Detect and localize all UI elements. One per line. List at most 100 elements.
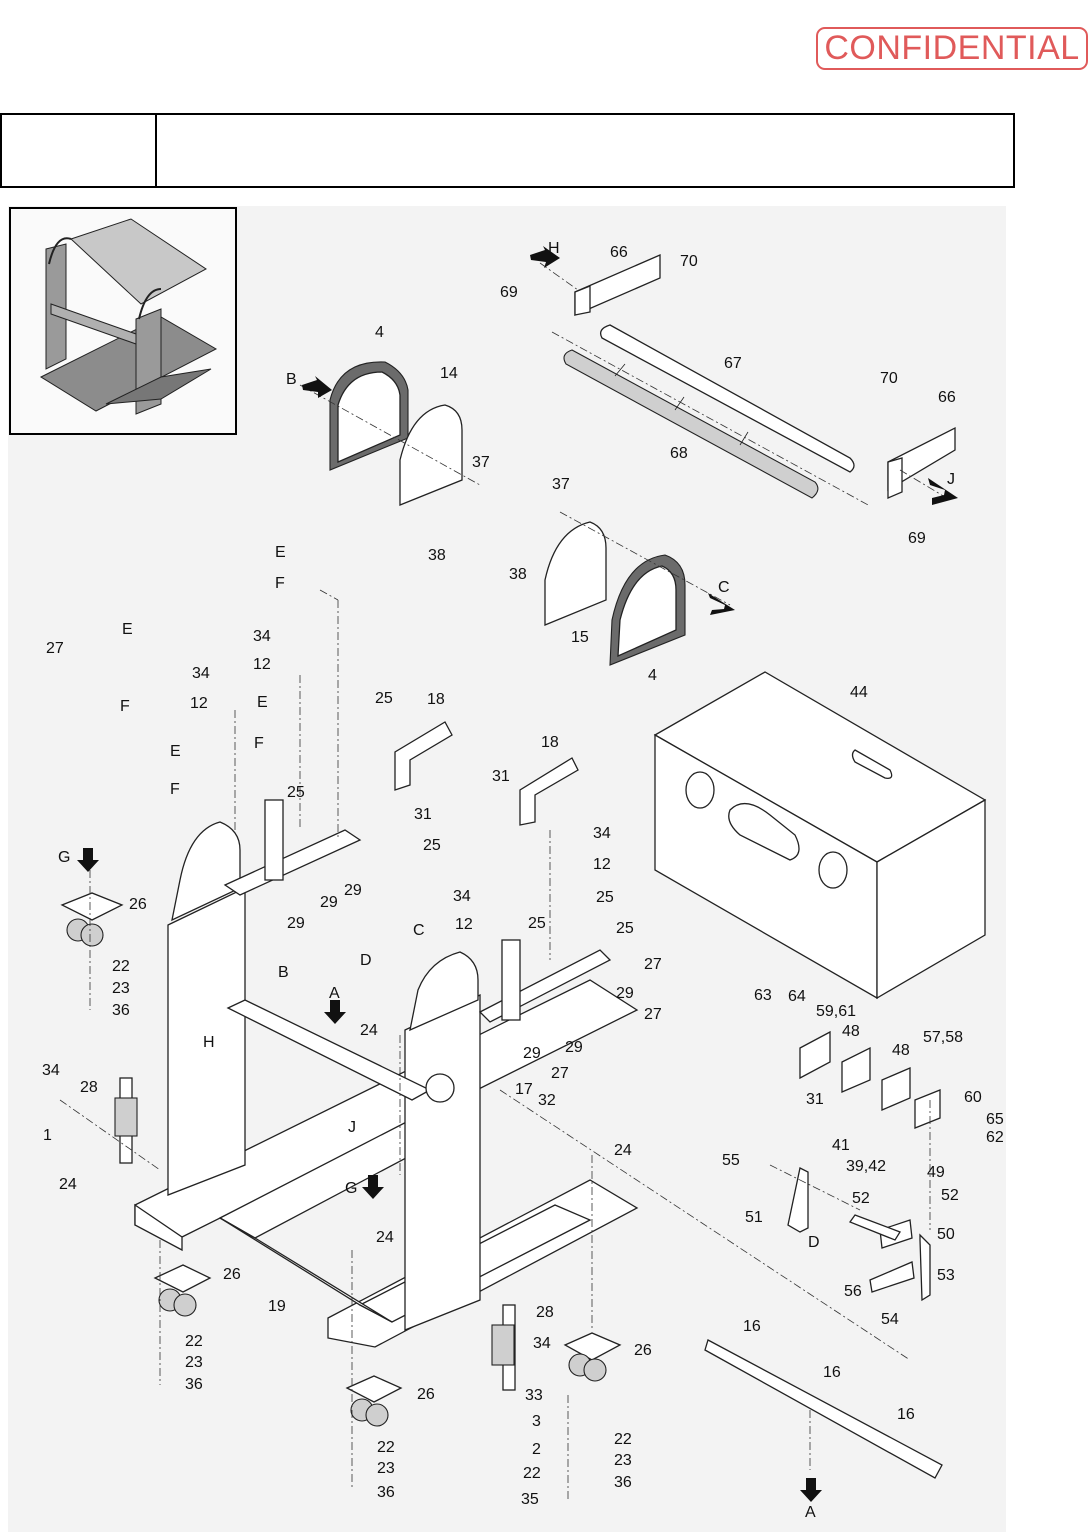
callout-label: 26 (223, 1266, 241, 1283)
callout-label: 34 (533, 1335, 551, 1352)
callout-label: 38 (509, 566, 527, 583)
callouts: H 66 70 69 67 70 66 68 J 69 4 B 14 37 38… (42, 240, 1004, 1521)
callout-label: 48 (842, 1023, 860, 1040)
callout-label: 4 (375, 324, 384, 341)
direction-arrows (77, 246, 958, 1502)
callout-label: 51 (745, 1209, 763, 1226)
confidential-watermark: CONFIDENTIAL (816, 27, 1088, 70)
callout-label: 64 (788, 988, 806, 1005)
callout-label: 3 (532, 1413, 541, 1430)
callout-label: 22 (185, 1333, 203, 1350)
callout-label: E (122, 621, 133, 638)
callout-label: 32 (538, 1092, 556, 1109)
callout-label: B (278, 964, 289, 981)
side-plates-upper (299, 361, 731, 666)
callout-label: 16 (823, 1364, 841, 1381)
latch-mechanism (787, 1030, 941, 1302)
callout-label: 34 (42, 1062, 60, 1079)
callout-label: 26 (129, 896, 147, 913)
callout-label: F (120, 698, 130, 715)
callout-label: 12 (593, 856, 611, 873)
callout-label: 4 (648, 667, 657, 684)
callout-label: F (170, 781, 180, 798)
callout-label: A (329, 985, 340, 1002)
callout-label: D (808, 1234, 820, 1251)
callout-label: 41 (832, 1137, 850, 1154)
callout-label: 36 (185, 1376, 203, 1393)
callout-label: 24 (59, 1176, 77, 1193)
callout-label: H (548, 240, 560, 257)
callout-label: 12 (455, 916, 473, 933)
callout-label: 23 (377, 1460, 395, 1477)
callout-label: 50 (937, 1226, 955, 1243)
callout-label: G (58, 849, 70, 866)
callout-label: A (805, 1504, 816, 1521)
header-table (0, 113, 1015, 188)
callout-label: 28 (80, 1079, 98, 1096)
callout-label: 49 (927, 1164, 945, 1181)
callout-label: 29 (320, 894, 338, 911)
callout-label: 22 (377, 1439, 395, 1456)
callout-label: 52 (852, 1190, 870, 1207)
callout-label: F (254, 735, 264, 752)
callout-label: C (718, 579, 730, 596)
callout-label: F (275, 575, 285, 592)
callout-label: 29 (523, 1045, 541, 1062)
callout-label: 55 (722, 1152, 740, 1169)
callout-label: 24 (360, 1022, 378, 1039)
callout-label: 66 (938, 389, 956, 406)
callout-label: 39,42 (846, 1158, 886, 1175)
callout-label: E (275, 544, 286, 561)
callout-label: 2 (532, 1441, 541, 1458)
callout-label: E (257, 694, 268, 711)
callout-label: 60 (964, 1089, 982, 1106)
cross-bar-assembly (539, 254, 956, 507)
callout-label: 69 (908, 530, 926, 547)
callout-label: 37 (472, 454, 490, 471)
callout-label: 23 (112, 980, 130, 997)
callout-label: 22 (614, 1431, 632, 1448)
callout-label: 66 (610, 244, 628, 261)
callout-label: 25 (528, 915, 546, 932)
callout-label: 26 (417, 1386, 435, 1403)
foot-bars (704, 1339, 943, 1479)
callout-label: 19 (268, 1298, 286, 1315)
levelers (114, 1077, 516, 1391)
callout-label: 27 (551, 1065, 569, 1082)
callout-label: 63 (754, 987, 772, 1004)
main-frame (134, 799, 639, 1348)
callout-label: J (947, 471, 955, 488)
callout-label: B (286, 371, 297, 388)
callout-label: 31 (806, 1091, 824, 1108)
callout-label: 25 (375, 690, 393, 707)
callout-label: H (203, 1034, 215, 1051)
callout-label: 57,58 (923, 1029, 963, 1046)
callout-label: G (345, 1180, 357, 1197)
callout-label: 1 (43, 1127, 52, 1144)
casters (60, 892, 622, 1427)
callout-label: 25 (287, 784, 305, 801)
callout-label: 18 (427, 691, 445, 708)
callout-label: 26 (634, 1342, 652, 1359)
callout-label: 54 (881, 1311, 899, 1328)
callout-label: 68 (670, 445, 688, 462)
callout-label: 48 (892, 1042, 910, 1059)
callout-label: 34 (192, 665, 210, 682)
callout-label: 59,61 (816, 1003, 856, 1020)
callout-label: 27 (644, 956, 662, 973)
callout-label: 34 (453, 888, 471, 905)
callout-label: 34 (253, 628, 271, 645)
callout-label: 38 (428, 547, 446, 564)
brackets-18 (394, 721, 579, 826)
callout-label: 16 (743, 1318, 761, 1335)
callout-label: 29 (287, 915, 305, 932)
callout-label: 24 (614, 1142, 632, 1159)
callout-label: 65 (986, 1111, 1004, 1128)
assembly-lines (59, 589, 931, 1500)
callout-label: 16 (897, 1406, 915, 1423)
overview-illustration (39, 218, 218, 415)
callout-label: 67 (724, 355, 742, 372)
callout-label: 62 (986, 1129, 1004, 1146)
callout-label: 52 (941, 1187, 959, 1204)
callout-label: 70 (880, 370, 898, 387)
